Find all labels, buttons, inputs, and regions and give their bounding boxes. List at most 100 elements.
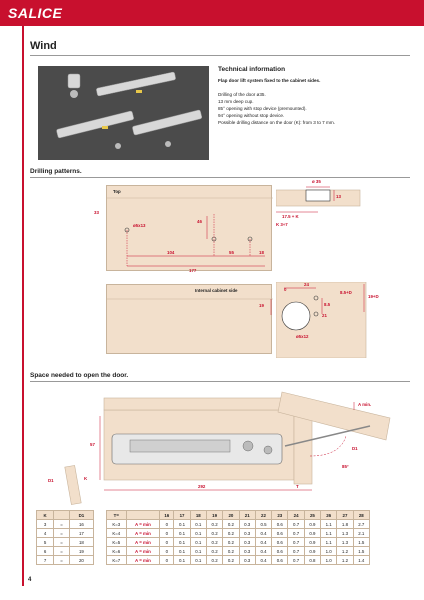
cell: 6	[35, 546, 55, 556]
cell: 0.6	[271, 546, 289, 556]
cell: 19	[68, 546, 95, 556]
cell: A = min	[125, 555, 161, 565]
table-row: 5=18	[35, 537, 95, 547]
cell: 17	[68, 528, 95, 538]
dim-19d: 19+D	[368, 294, 379, 299]
a-min-table: T= 16 17 18 19 20 21 22 23 24 25 26 27 2…	[106, 510, 371, 565]
cell: 0.4	[254, 546, 273, 556]
cell: 0.2	[205, 555, 224, 565]
col-header: 18	[189, 510, 207, 520]
dim-hole: ø5x13	[133, 223, 146, 228]
cell: 1.0	[320, 546, 338, 556]
cell: 0	[159, 555, 175, 565]
cell: 1.4	[352, 555, 371, 565]
cell: 0	[159, 546, 175, 556]
dim-24: 24	[304, 282, 309, 287]
dim-175-k: 17.5 + K	[282, 214, 299, 219]
cell: 0.2	[205, 537, 224, 547]
dim-a-min: A min.	[358, 402, 372, 407]
cell: 0.6	[271, 528, 289, 538]
cell: K=4	[106, 528, 127, 538]
cell: =	[53, 546, 70, 556]
cell: 0.4	[254, 528, 273, 538]
cell: 0.4	[254, 537, 273, 547]
cell: 0.2	[222, 537, 240, 547]
space-section-title: Space needed to open the door.	[30, 372, 129, 379]
cell: 0	[159, 519, 175, 529]
dim-21: 21	[322, 313, 327, 318]
cell: 0.1	[189, 537, 207, 547]
cell: 1.1	[320, 528, 338, 538]
page-title: Wind	[30, 40, 57, 52]
dim-55: 55	[229, 250, 234, 255]
cell: 0.1	[189, 555, 207, 565]
cell: 1.2	[336, 546, 354, 556]
cell: 1.3	[336, 537, 354, 547]
cell: 0.1	[173, 519, 191, 529]
dim-cup-13: 13	[336, 194, 341, 199]
cell: K=5	[106, 537, 127, 547]
cell: 0.2	[222, 519, 240, 529]
dim-85d: 8.5+D	[340, 290, 352, 295]
side-label: Internal cabinet side	[195, 288, 238, 293]
cell: =	[53, 537, 70, 547]
dim-104: 104	[167, 250, 175, 255]
side-panel-drawing: Internal cabinet side 19	[106, 284, 273, 354]
cell: 0.4	[254, 555, 273, 565]
col-header: T=	[106, 510, 127, 520]
cell: 0.1	[189, 528, 207, 538]
space-divider	[30, 381, 410, 382]
cell: 7	[35, 555, 55, 565]
cell: 0.1	[173, 546, 191, 556]
col-header-blank	[53, 510, 70, 520]
col-header: 20	[222, 510, 240, 520]
cell: 16	[68, 519, 95, 529]
cell: =	[53, 555, 70, 565]
cell: 0.3	[238, 546, 256, 556]
cell: 0.7	[287, 519, 305, 529]
door-cup-drawing: ø 35 13 17.5 + K K 3÷7	[276, 179, 386, 230]
cell: 0.1	[173, 537, 191, 547]
col-header: 28	[352, 510, 371, 520]
brand-logo: SALICE	[8, 5, 63, 21]
table-row: 3=16	[35, 519, 95, 529]
cell: K=6	[106, 546, 127, 556]
col-header: 19	[205, 510, 224, 520]
side-hinge-drawing: 24 0 8.5+D 8.5 21 19+D ø5x12	[276, 282, 388, 358]
col-header-d1: D1	[68, 510, 95, 520]
table-row: 4=17	[35, 528, 95, 538]
col-header: 27	[336, 510, 354, 520]
tech-info-title: Technical information	[218, 66, 286, 73]
dim-18: 18	[259, 250, 264, 255]
cell: 1.8	[336, 519, 354, 529]
cell: K=7	[106, 555, 127, 565]
dim-d1-bottom: D1	[48, 478, 54, 483]
table-row: 6=19	[35, 546, 95, 556]
cell: A = min	[125, 546, 161, 556]
col-header: 16	[159, 510, 175, 520]
col-header	[125, 510, 161, 520]
cell: 0.7	[287, 555, 305, 565]
cell: 2.7	[352, 519, 371, 529]
col-header: 22	[254, 510, 273, 520]
cell: 0.2	[222, 528, 240, 538]
cell: 0.6	[271, 537, 289, 547]
col-header: 25	[303, 510, 322, 520]
cell: 0.9	[303, 519, 322, 529]
cell: 0.3	[238, 528, 256, 538]
cell: =	[53, 528, 70, 538]
top-label: Top	[113, 189, 121, 194]
table-header-row: K D1	[35, 510, 95, 520]
col-header-k: K	[35, 510, 55, 520]
cell: 1.2	[336, 555, 354, 565]
dim-cup-35: ø 35	[312, 179, 321, 184]
dim-512: ø5x12	[296, 334, 309, 339]
tech-info-subtitle: Flap door lift system fixed to the cabin…	[218, 78, 321, 83]
cell: 0.6	[271, 555, 289, 565]
cell: 1.1	[320, 537, 338, 547]
opening-diagram: A min. D1 57 292 T 85° K D1	[48, 386, 400, 506]
cell: 1.0	[320, 555, 338, 565]
cell: 0	[159, 528, 175, 538]
